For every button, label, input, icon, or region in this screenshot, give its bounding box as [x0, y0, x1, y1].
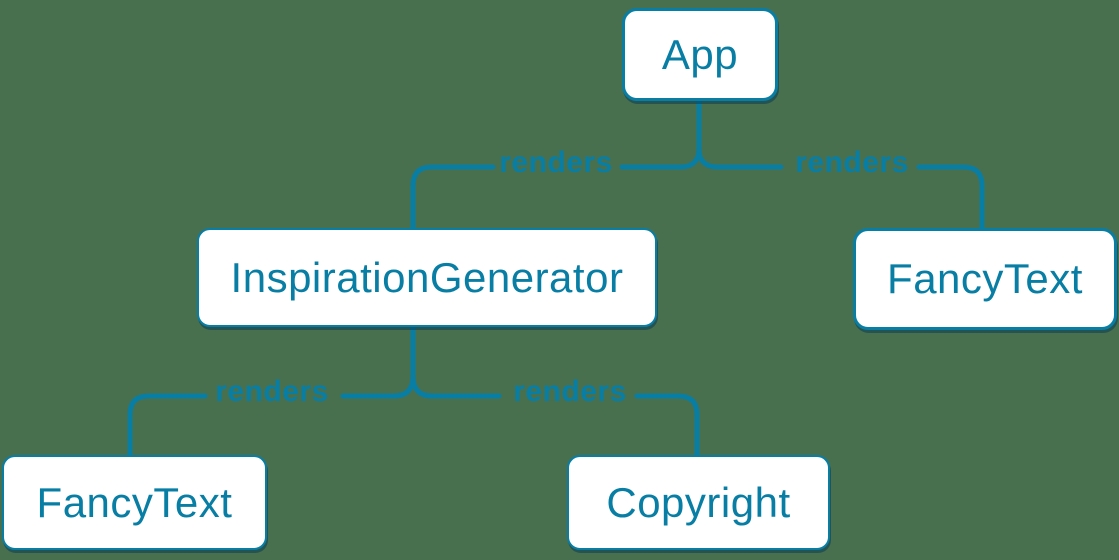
node-fancytext-bottom: FancyText	[2, 455, 267, 550]
node-app: App	[622, 8, 778, 101]
node-fancytext-right-label: FancyText	[887, 255, 1083, 302]
connector-app-to-inspiration-drop	[410, 164, 496, 233]
connector-app-to-fancytext-right-segment	[696, 146, 784, 170]
node-fancytext-right: FancyText	[853, 228, 1117, 330]
connector-app-to-inspiration-left-segment	[619, 146, 702, 170]
connector-inspiration-to-fancytext-drop	[127, 393, 208, 460]
node-inspiration-generator-label: InspirationGenerator	[230, 253, 624, 301]
node-app-label: App	[661, 30, 739, 78]
node-copyright-label: Copyright	[606, 478, 791, 526]
node-fancytext-bottom-label: FancyText	[36, 478, 233, 526]
connector-inspiration-to-copyright-right-segment	[410, 373, 502, 399]
connector-inspiration-to-copyright-drop	[634, 393, 700, 460]
node-inspiration-generator: InspirationGenerator	[197, 228, 657, 327]
edge-label-inspiration-fancytext: renders	[215, 375, 329, 408]
connector-inspiration-to-fancytext-left-segment	[340, 373, 416, 399]
edge-label-inspiration-copyright: renders	[513, 375, 627, 408]
edge-label-app-fancytext: renders	[795, 146, 909, 179]
node-copyright: Copyright	[567, 455, 830, 550]
connector-app-to-fancytext-drop	[916, 164, 985, 233]
edge-label-app-inspiration: renders	[499, 146, 613, 179]
